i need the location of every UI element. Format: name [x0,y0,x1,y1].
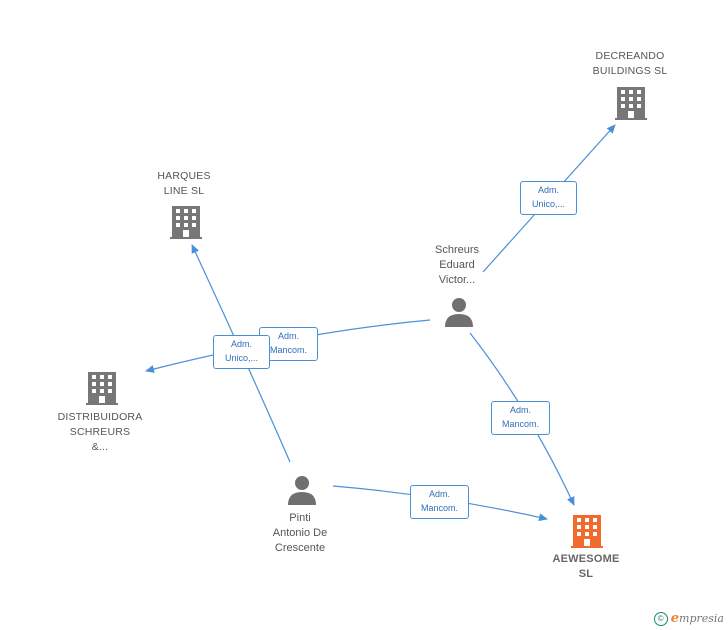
company-label-decreando[interactable]: DECREANDO BUILDINGS SL [570,49,690,79]
badge-line2: Mancom. [501,419,539,429]
building-icon[interactable] [170,204,202,240]
schreurs-line1: Schreurs [434,244,480,256]
schreurs-line3: Victor... [438,274,476,286]
role-badge-schreurs-aewesome[interactable]: Adm. Mancom. [491,401,550,435]
distribuidora-line3: &... [91,441,109,453]
badge-line1: Adm. [509,405,531,415]
badge-line2: Mancom. [269,345,307,355]
decreando-line2: BUILDINGS SL [592,65,668,77]
harques-line2: LINE SL [163,185,205,197]
aewesome-line1: AEWESOME [552,553,620,565]
person-icon[interactable] [444,297,474,327]
building-icon[interactable] [571,513,603,549]
pinti-line1: Pinti [289,512,311,524]
badge-line1: Adm. [428,489,450,499]
brand-name: mpresia [679,612,724,625]
badge-line1: Adm. [230,339,252,349]
brand-logo: empresia [671,611,724,626]
company-label-aewesome[interactable]: AEWESOME SL [526,552,646,582]
building-icon[interactable] [86,370,118,406]
decreando-line1: DECREANDO [595,50,665,62]
badge-line1: Adm. [537,185,559,195]
distribuidora-line2: SCHREURS [69,426,131,438]
pinti-line3: Crescente [274,542,326,554]
person-label-pinti[interactable]: Pinti Antonio De Crescente [240,511,360,556]
role-badge-pinti-aewesome[interactable]: Adm. Mancom. [410,485,469,519]
role-badge-schreurs-decreando[interactable]: Adm. Unico,... [520,181,577,215]
aewesome-line2: SL [578,568,594,580]
brand-initial: e [670,611,680,626]
badge-line2: Mancom. [420,503,458,513]
brand-footer: © empresia [653,611,724,626]
pinti-line2: Antonio De [272,527,328,539]
harques-line1: HARQUES [157,170,211,182]
role-badge-pinti-harques[interactable]: Adm. Unico,... [213,335,270,369]
company-label-harques[interactable]: HARQUES LINE SL [124,169,244,199]
badge-line1: Adm. [277,331,299,341]
building-icon[interactable] [615,85,647,121]
copyright-icon: © [653,611,668,626]
badge-line2: Unico,... [531,199,565,209]
badge-line2: Unico,... [224,353,258,363]
schreurs-line2: Eduard [439,259,475,271]
person-icon[interactable] [287,475,317,505]
person-label-schreurs[interactable]: Schreurs Eduard Victor... [397,243,517,288]
distribuidora-line1: DISTRIBUIDORA [57,411,143,423]
company-label-distribuidora[interactable]: DISTRIBUIDORA SCHREURS &... [40,410,160,455]
